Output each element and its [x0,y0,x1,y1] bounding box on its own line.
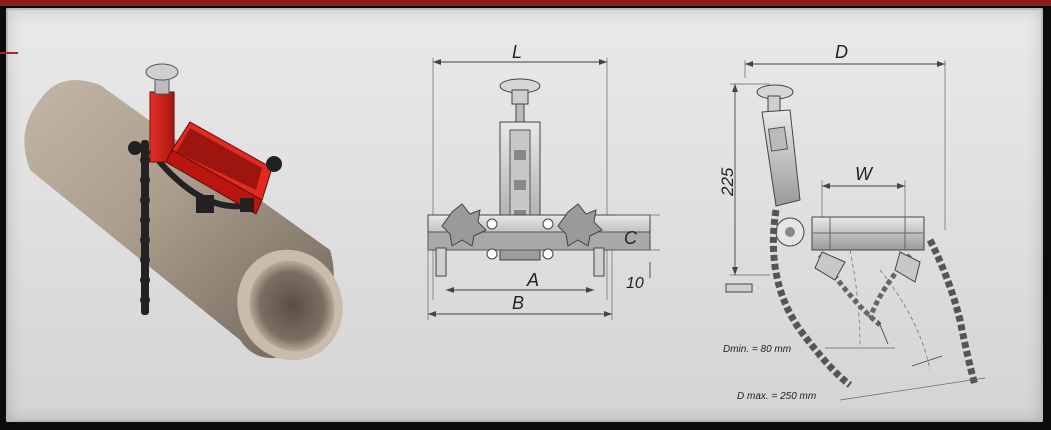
label-10: 10 [626,275,644,292]
label-A: A [526,270,539,290]
dmax-label: D max. = 250 mm [737,391,816,402]
side-chain-left [769,209,853,388]
top-red-bar [0,0,1051,6]
front-view-drawing: L C 10 [427,42,660,320]
label-B: B [512,293,524,313]
front-star-knobs [441,203,603,247]
side-chain-right [926,238,979,386]
red-accent-line [0,52,18,54]
pipe-clamp-photo [24,63,343,361]
label-225: 225 [718,167,737,197]
clamp-knob-top [145,63,179,81]
pipe-opening [249,260,335,352]
label-D: D [835,42,848,62]
label-C: C [624,228,638,248]
side-column [761,109,801,207]
dmin-label: Dmin. = 80 mm [723,344,791,355]
label-W: W [855,164,874,184]
label-L: L [512,42,522,62]
clamp-side-knob [266,156,282,172]
red-clamp [128,63,282,215]
side-view-drawing: D 225 W [718,42,986,402]
